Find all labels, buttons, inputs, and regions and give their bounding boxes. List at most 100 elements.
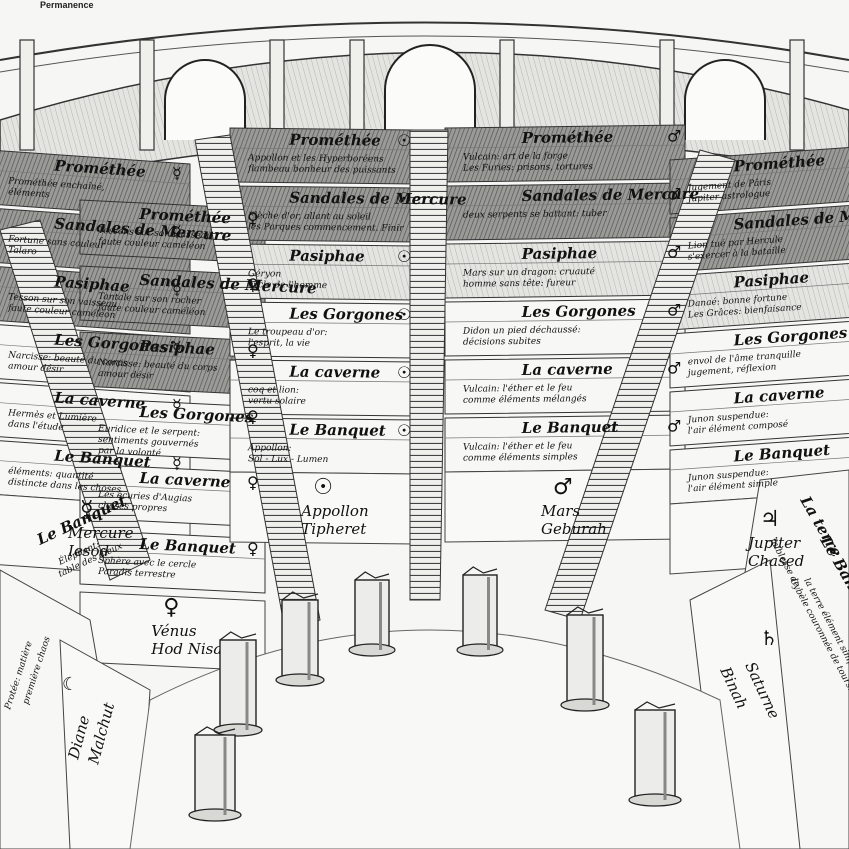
row-text: Appollon:	[247, 443, 292, 453]
mercury-icon: ☿	[172, 280, 182, 299]
planet-name: Mars	[540, 502, 580, 520]
row-text: l'esprit, la vie	[248, 338, 310, 349]
sephira-name: Tipheret	[301, 520, 367, 538]
planet-name: Appollon	[299, 502, 368, 520]
moon-icon: ☾	[62, 674, 78, 695]
row-text: Talaro	[8, 245, 38, 257]
row-title: Prométhée	[521, 128, 614, 147]
mars-icon: ♂	[667, 416, 681, 435]
row-title: Le Banquet	[138, 535, 236, 558]
venus-icon: ♀	[247, 209, 259, 228]
venus-icon: ♀	[247, 275, 259, 294]
row-text: flambeau bonheur des puissants	[247, 164, 396, 176]
mars-icon: ♂	[667, 358, 681, 377]
sephira-name: Chased	[748, 552, 804, 570]
row-text: Didon un pied déchaussé:	[462, 324, 581, 336]
row-text: éléments	[8, 186, 50, 200]
mercury-icon: ☿	[172, 396, 182, 415]
broken-pillar	[456, 566, 504, 657]
row-title: Le Banquet	[288, 421, 386, 440]
row-text: comme éléments mélangés	[463, 393, 587, 406]
row-text: deux serpents se battant: tuber	[463, 209, 607, 221]
row-text: Les Furies: prisons, tortures	[462, 162, 593, 174]
row-text: faute couleur caméléon	[97, 302, 206, 318]
arch	[384, 44, 476, 140]
sephira-name: Iesod	[67, 542, 109, 560]
arch	[684, 59, 766, 140]
row-title: Sandales de Mercure	[289, 189, 467, 209]
row-title: Pasiphae	[138, 337, 215, 359]
sun-icon: ☉	[397, 131, 411, 150]
broken-pillar	[560, 606, 610, 712]
row-text: Paradis terrestre	[97, 567, 176, 581]
row-text: Le troupeau d'or:	[247, 327, 328, 338]
venus-icon: ♀	[163, 595, 179, 620]
row-text: dans l'étude	[8, 418, 64, 433]
row-title: Prométhée	[138, 205, 231, 227]
staircases	[0, 129, 736, 631]
row-title: Pasiphae	[288, 247, 365, 266]
row-text: homme sans tête: fureur	[463, 277, 576, 289]
arch-row	[19, 39, 805, 151]
row-text: coq et lion:	[248, 385, 299, 396]
mars-icon: ♂	[667, 126, 681, 145]
column-diane	[0, 569, 151, 849]
row-title: Sandales de Mercure	[522, 185, 700, 205]
seat-panel	[669, 320, 849, 389]
row-text: Les écuries d'Augias	[97, 489, 193, 505]
row-title: La caverne	[288, 363, 380, 382]
broken-pillar	[213, 631, 263, 737]
row-title: La caverne	[521, 360, 613, 379]
row-text: Mars sur un dragon: cruauté	[462, 266, 596, 279]
caption: Permanence	[40, 0, 94, 10]
mercury-icon: ☿	[172, 454, 182, 473]
row-title: Les Gorgones	[288, 305, 404, 324]
venus-icon: ♀	[247, 407, 259, 426]
broken-pillar	[348, 571, 396, 657]
mercury-icon: ☿	[172, 222, 182, 241]
row-title: Pasiphae	[53, 272, 130, 295]
seat-panel	[669, 378, 849, 447]
row-text: décisions subites	[463, 336, 541, 348]
row-text: comme éléments simples	[463, 451, 578, 463]
row-title: Les Gorgones	[521, 302, 637, 321]
sun-icon: ☉	[397, 421, 411, 440]
sun-icon: ☉	[313, 475, 333, 500]
pilaster	[19, 39, 35, 151]
arch	[164, 59, 246, 140]
row-title: Les Gorgones	[138, 403, 254, 427]
sun-icon: ☉	[397, 305, 411, 324]
row-text: sentiments gouvernés	[98, 434, 199, 450]
mars-icon: ♂	[667, 242, 681, 261]
row-title: Le Banquet	[521, 418, 619, 437]
venus-icon: ♀	[247, 539, 259, 558]
row-text: cycle de l'homme	[248, 280, 327, 291]
staircase	[409, 129, 449, 601]
sun-icon: ☉	[397, 363, 411, 382]
row-text: amour désir	[8, 360, 64, 375]
row-title: Pasiphae	[732, 268, 809, 291]
row-title: Prométhée	[288, 131, 381, 150]
row-text: Appollon et les Hyperboréens	[247, 152, 384, 164]
column-vénus	[79, 199, 266, 672]
planet-name: Mercure	[67, 524, 134, 542]
planet-name: Jupiter	[745, 534, 801, 552]
staircase	[194, 134, 321, 631]
broken-pillar	[628, 701, 682, 807]
row-text: par la volonté	[98, 445, 162, 459]
saturn-icon: ♄	[760, 626, 778, 650]
pilaster	[139, 39, 155, 151]
row-text: Vulcain: art de la forge	[463, 151, 568, 162]
row-text: Sphère avec le cercle	[98, 555, 197, 571]
planet-name: Vénus	[151, 622, 197, 640]
sun-icon: ☉	[397, 189, 411, 208]
pilaster	[789, 39, 805, 151]
venus-icon: ♀	[247, 341, 259, 360]
row-text: vertu solaire	[248, 396, 306, 407]
mercury-icon: ☿	[172, 338, 182, 357]
mars-icon: ♂	[553, 475, 573, 500]
row-text: les Parques commencement. Finir	[248, 222, 404, 234]
row-text: Euridice et le serpent:	[97, 424, 200, 439]
